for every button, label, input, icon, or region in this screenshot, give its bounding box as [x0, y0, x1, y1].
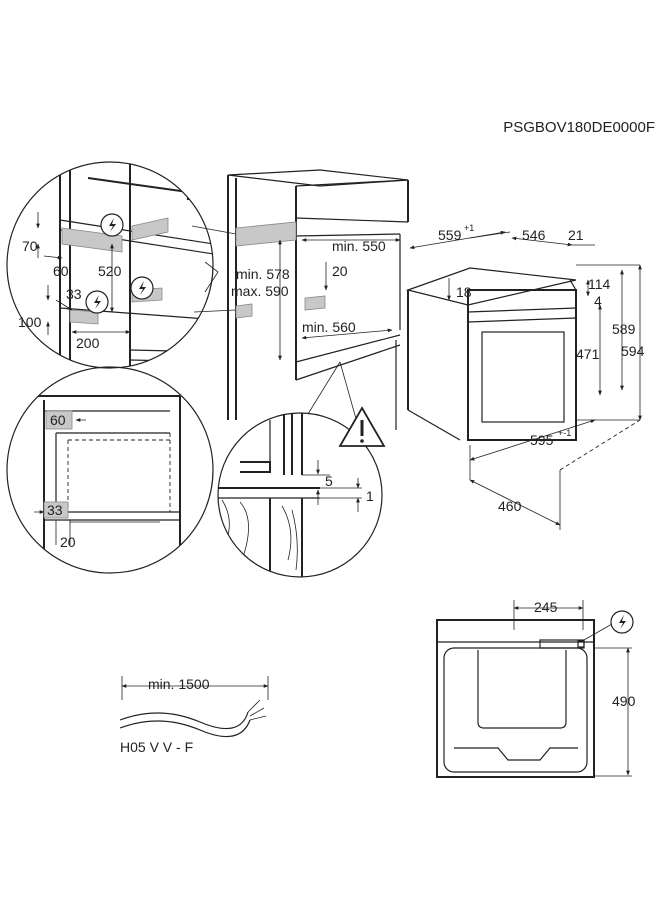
dim-245: 245	[534, 599, 558, 615]
plug-icon	[100, 213, 124, 237]
dim-min-578: min. 578	[236, 266, 290, 282]
dim-21: 21	[568, 227, 584, 243]
plug-icon	[130, 276, 154, 300]
oven-front-view: 245 490	[436, 599, 636, 778]
power-cable: min. 1500 H05 V V - F	[119, 676, 269, 755]
dim-595: 595	[530, 432, 554, 448]
tall-cabinet: min. 550 20 min. 578 max. 590 min. 560	[227, 169, 409, 430]
detail-circle-center: 5 1	[217, 406, 386, 578]
plug-icon	[85, 290, 109, 314]
dim-max-590: max. 590	[231, 283, 289, 299]
dim-546: 546	[522, 227, 546, 243]
dim-33: 33	[66, 286, 82, 302]
dim-5: 5	[325, 473, 333, 489]
dim-60: 60	[50, 412, 66, 428]
dim-460: 460	[498, 498, 522, 514]
zoom-wedge-top	[191, 225, 237, 313]
detail-circle-bottom: 60 33 20	[6, 366, 214, 574]
dim-1: 1	[366, 488, 374, 504]
dim-200: 200	[76, 335, 100, 351]
dim-33: 33	[47, 502, 63, 518]
plug-icon	[610, 610, 634, 634]
model-code: PSGBOV180DE0000F	[503, 119, 655, 136]
detail-circle-top: 70 60 520 33 100 200	[6, 161, 214, 369]
dim-100: 100	[18, 314, 42, 330]
dim-589: 589	[612, 321, 636, 337]
dim-60: 60	[53, 263, 69, 279]
dim-min-550: min. 550	[332, 238, 386, 254]
cable-type: H05 V V - F	[120, 739, 193, 755]
dim-594: 594	[621, 343, 645, 359]
dim-20: 20	[332, 263, 348, 279]
warning-icon	[338, 406, 386, 447]
dim-559: 559	[438, 227, 462, 243]
dim-4: 4	[594, 293, 602, 309]
dim-520: 520	[98, 263, 122, 279]
dim-min-560: min. 560	[302, 319, 356, 335]
dim-559-tolerance: +1	[464, 223, 474, 233]
oven-drawing: 559 +1 546 21 18 114 4 471 589 594 595 +…	[405, 223, 645, 530]
dim-490: 490	[612, 693, 636, 709]
dim-20: 20	[60, 534, 76, 550]
dim-114: 114	[588, 276, 611, 292]
dim-70: 70	[22, 238, 38, 254]
dim-471: 471	[576, 346, 600, 362]
dim-595-tolerance: +-1	[558, 428, 571, 438]
cable-min-length: min. 1500	[148, 676, 210, 692]
dim-18: 18	[456, 284, 472, 300]
